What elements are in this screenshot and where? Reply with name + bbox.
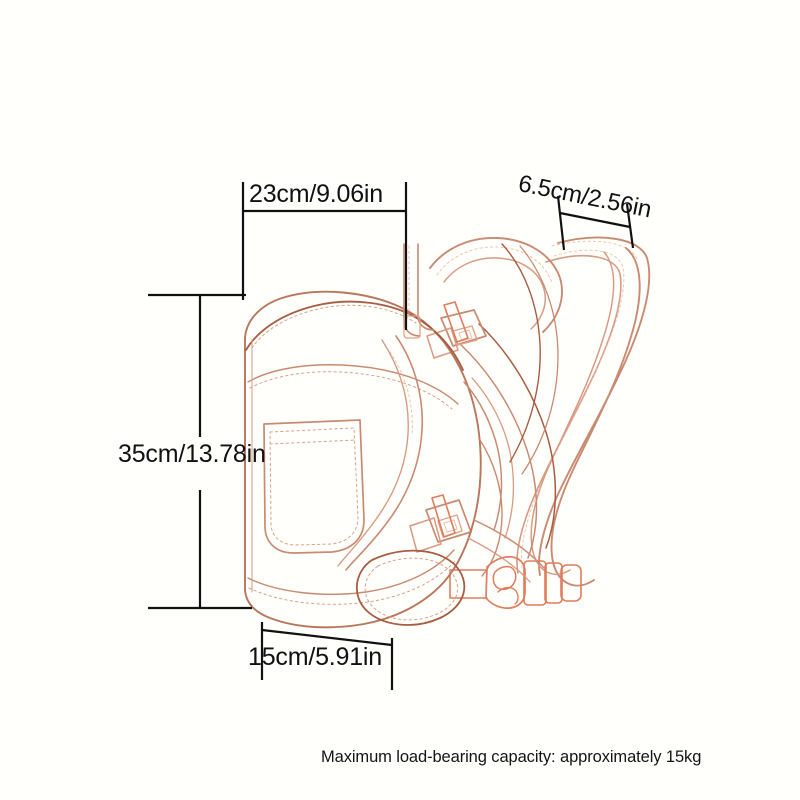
carrier-body-panel	[244, 290, 482, 629]
front-pocket	[263, 419, 365, 554]
dimension-strap-width	[556, 195, 635, 251]
dimension-label-width-bottom: 15cm/5.91in	[248, 643, 382, 671]
chest-buckle-upper	[426, 301, 487, 359]
dimension-label-width-top: 23cm/9.06in	[249, 180, 383, 208]
shoulder-strap-left	[429, 237, 563, 333]
center-strap-upper	[403, 243, 435, 339]
load-capacity-note: Maximum load-bearing capacity: approxima…	[321, 748, 702, 766]
dimension-width-top	[241, 182, 408, 330]
strap-webbing-diagonal	[459, 323, 557, 559]
dimension-lines	[148, 182, 635, 690]
dimension-label-height: 35cm/13.78in	[118, 440, 266, 468]
leg-opening	[355, 549, 466, 626]
dimension-width-bottom	[260, 622, 394, 690]
waist-belt-panel	[467, 519, 545, 583]
shoulder-strap-right-outer	[530, 247, 641, 587]
side-webbing	[463, 377, 515, 577]
belt-buckle-bottom	[449, 556, 582, 609]
carrier-line-art	[244, 236, 651, 629]
back-strap-cross	[501, 243, 559, 475]
dimension-height-left	[148, 293, 252, 610]
waist-buckle-lower	[409, 494, 472, 553]
seat-support-loop	[337, 335, 424, 571]
